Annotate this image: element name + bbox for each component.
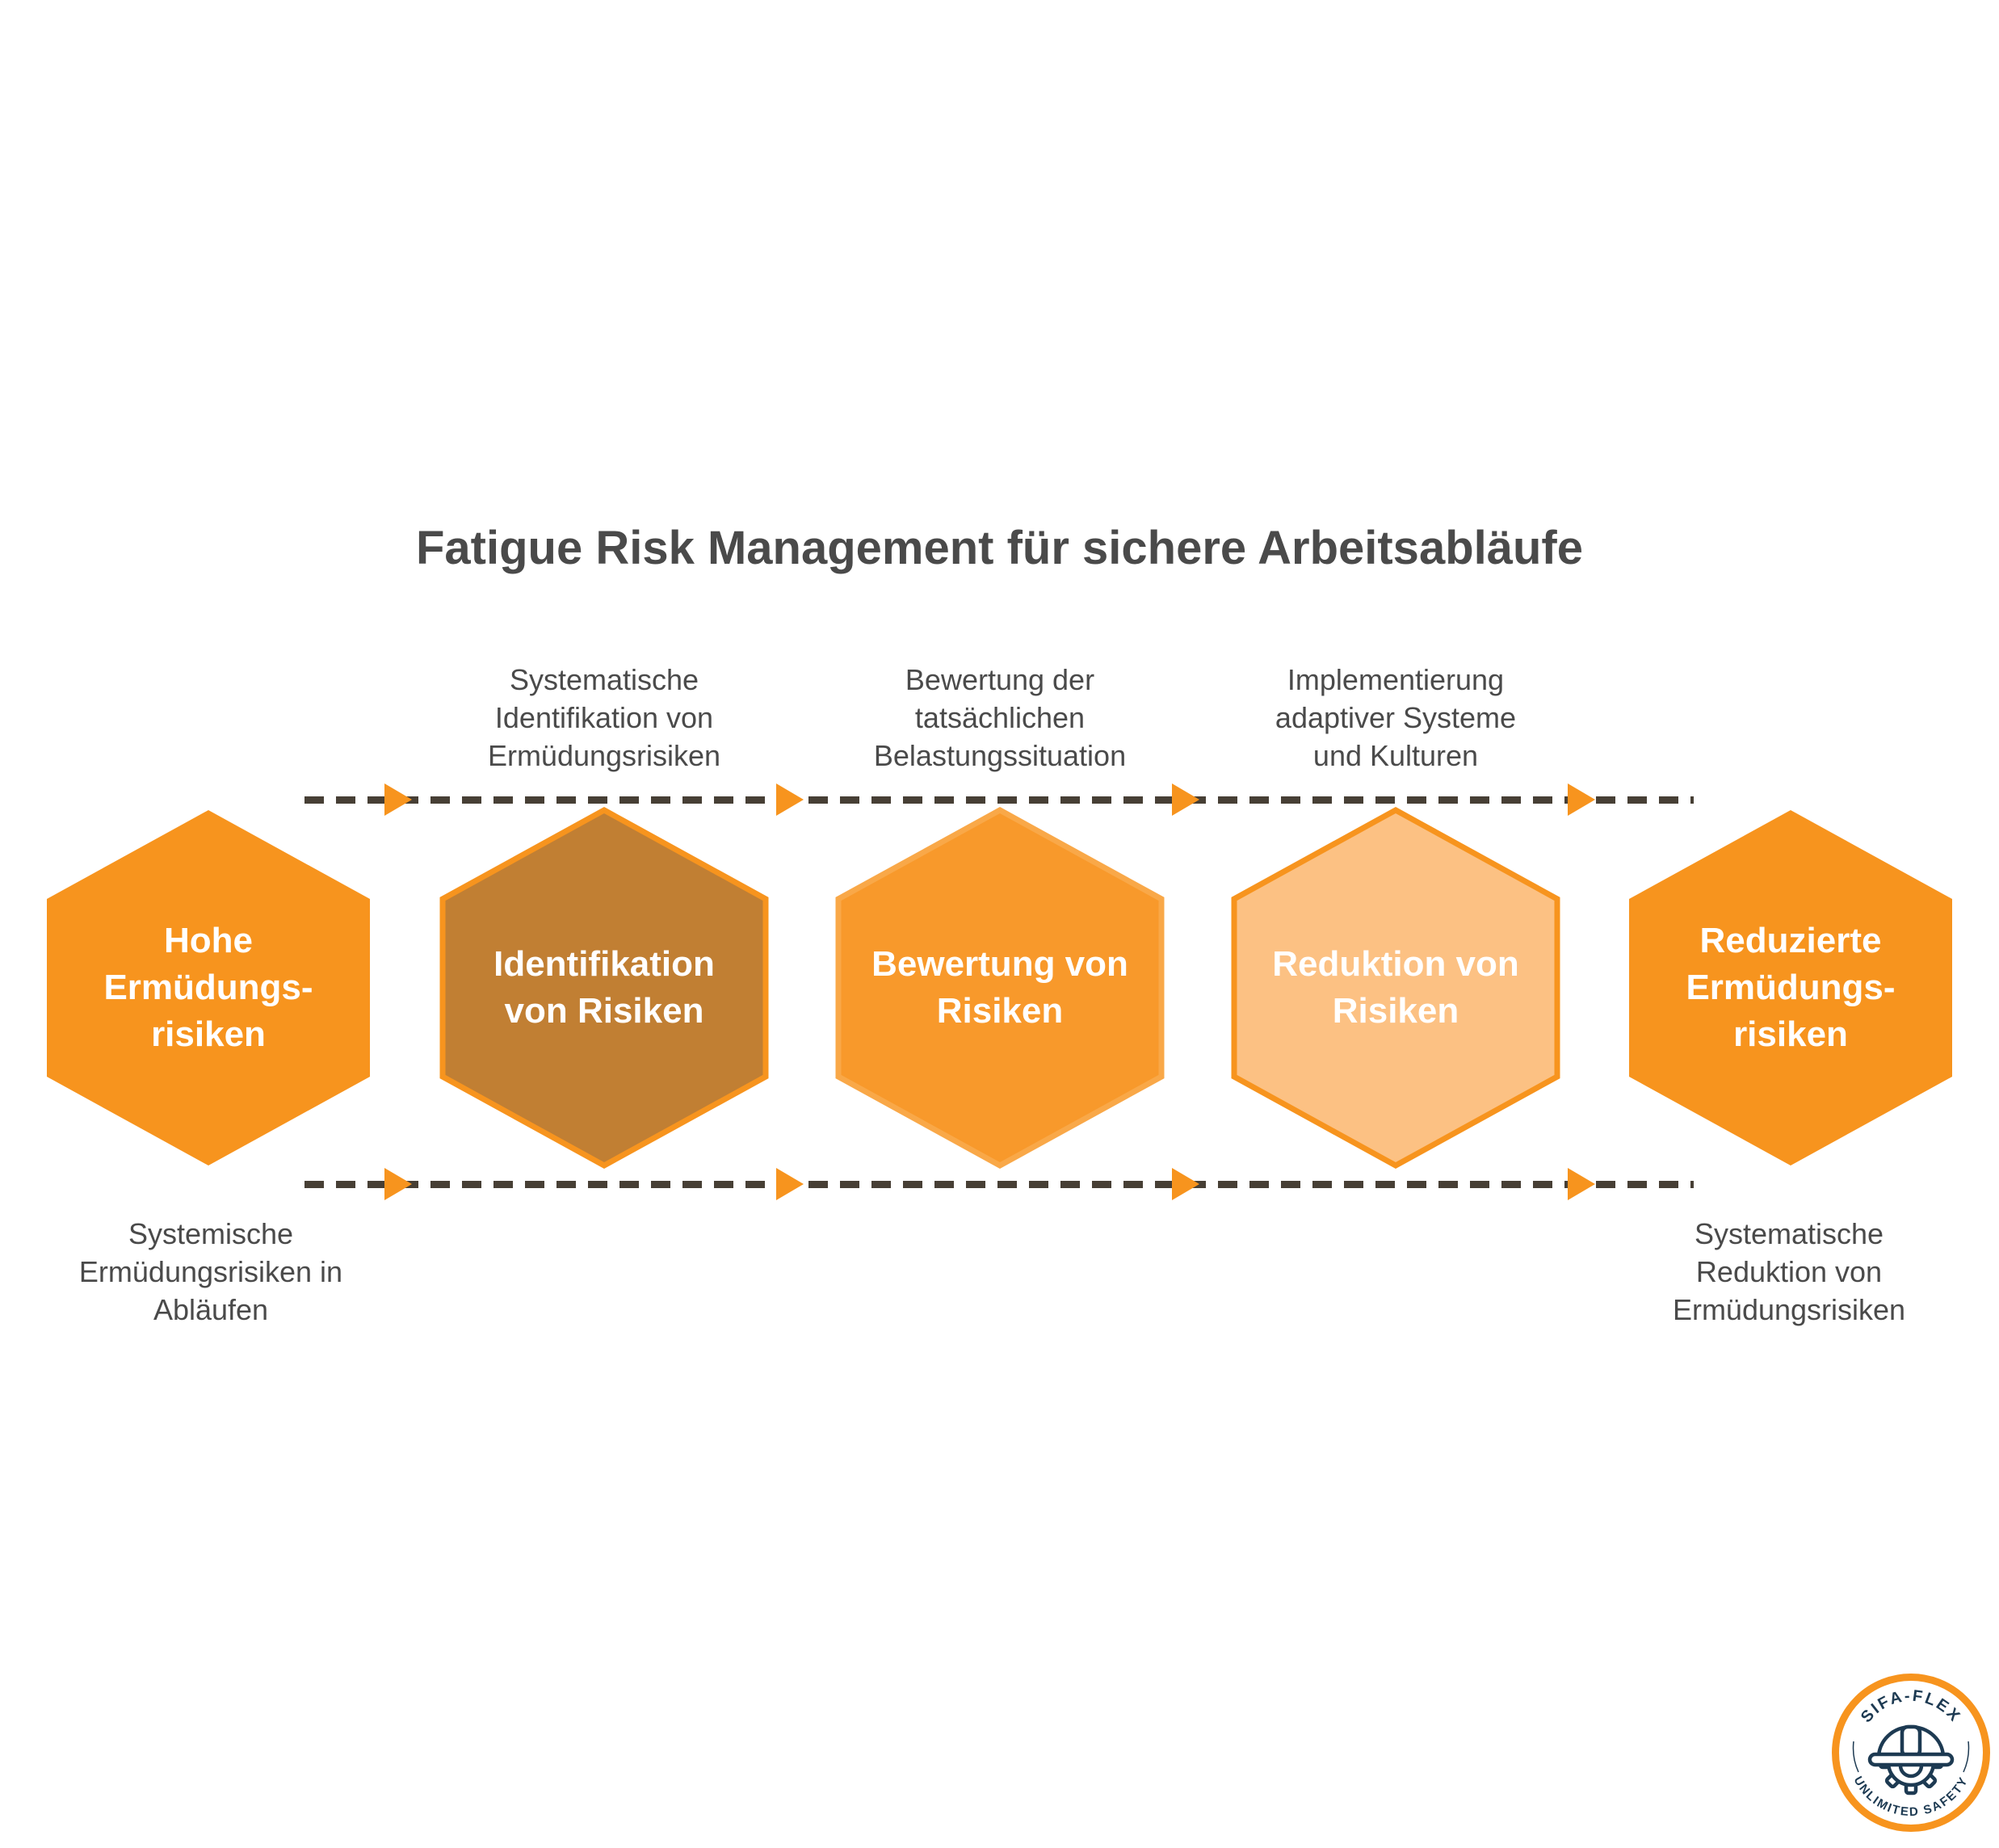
step-label-line: Ermüdungs- [103,968,313,1007]
annotation-line: Systemische [128,1217,294,1250]
logo-left-arc [1852,1741,1859,1773]
annotation-identification: Systematische Identifikation von Ermüdun… [394,661,814,775]
annotation-systemische-risiken: Systemische Ermüdungsrisiken in Abläufen [1,1215,421,1329]
arrow-right-icon [384,1168,412,1200]
step-label-line: Risiken [1332,991,1459,1031]
step-label-line: von Risiken [504,991,704,1031]
annotation-line: Systematische [509,663,699,696]
hexagon-step-4: Reduktion von Risiken [1228,804,1564,1172]
logo-artwork: SIFA-FLEX UNLIMITED SAFETY [1850,1687,1970,1819]
annotation-line: Bewertung der [905,663,1095,696]
annotation-line: Ermüdungsrisiken [487,739,721,772]
step-label: Identifikation von Risiken [436,804,772,1172]
annotation-line: adaptiver Systeme [1275,701,1517,734]
logo-right-arc [1963,1741,1970,1773]
annotation-line: Belastungssituation [873,739,1127,772]
hexagon-shape [835,807,1165,1169]
step-label-line: Risiken [936,991,1064,1031]
hexagon-step-1: Hohe Ermüdungs- risiken [40,804,376,1172]
annotation-line: Ermüdungsrisiken in [78,1255,343,1288]
annotation-line: Abläufen [153,1293,269,1326]
annotation-line: Reduktion von [1695,1255,1883,1288]
page-title: Fatigue Risk Management für sichere Arbe… [415,522,1583,574]
step-label: Reduktion von Risiken [1228,804,1564,1172]
annotation-line: und Kulturen [1312,739,1479,772]
arrow-right-icon [384,783,412,816]
hexagon-step-3: Bewertung von Risiken [832,804,1168,1172]
hexagon-step-5: Reduzierte Ermüdungs- risiken [1623,804,1959,1172]
annotation-implementierung: Implementierung adaptiver Systeme und Ku… [1186,661,1606,775]
step-label-line: Identifikation [493,944,715,984]
step-label-line: Bewertung von [871,944,1128,984]
step-label-line: risiken [151,1014,266,1054]
step-label-line: Reduzierte [1699,921,1882,960]
hexagon-shape [1629,810,1952,1166]
step-label-line: Ermüdungs- [1686,968,1896,1007]
upper-flow-dashed-line [304,796,1694,804]
annotation-systematische-reduktion: Systematische Reduktion von Ermüdungsris… [1579,1215,1999,1329]
arrow-right-icon [1172,783,1199,816]
arrow-right-icon [776,1168,804,1200]
hardhat-gear-icon [1867,1724,1955,1796]
hexagon-shape [1231,807,1560,1169]
step-label: Bewertung von Risiken [832,804,1168,1172]
step-label: Reduzierte Ermüdungs- risiken [1623,804,1959,1172]
annotation-line: Ermüdungsrisiken [1672,1293,1906,1326]
hexagon-shape [439,807,769,1169]
arrow-right-icon [1568,1168,1595,1200]
step-label: Hohe Ermüdungs- risiken [40,804,376,1172]
annotation-bewertung: Bewertung der tatsächlichen Belastungssi… [790,661,1210,775]
annotation-line: Implementierung [1287,663,1505,696]
step-label-line: Hohe [164,921,253,960]
logo-brand-text: SIFA-FLEX [1858,1687,1964,1726]
brand-logo: SIFA-FLEX UNLIMITED SAFETY [1832,1674,1990,1832]
lower-flow-dashed-line [304,1181,1694,1188]
arrow-right-icon [1568,783,1595,816]
hexagon-step-2: Identifikation von Risiken [436,804,772,1172]
step-label-line: risiken [1733,1014,1848,1054]
annotation-line: Systematische [1694,1217,1884,1250]
annotation-line: tatsächlichen [914,701,1086,734]
arrow-right-icon [776,783,804,816]
hexagon-shape [47,810,370,1166]
arrow-right-icon [1172,1168,1199,1200]
step-label-line: Reduktion von [1272,944,1519,984]
annotation-line: Identifikation von [494,701,714,734]
